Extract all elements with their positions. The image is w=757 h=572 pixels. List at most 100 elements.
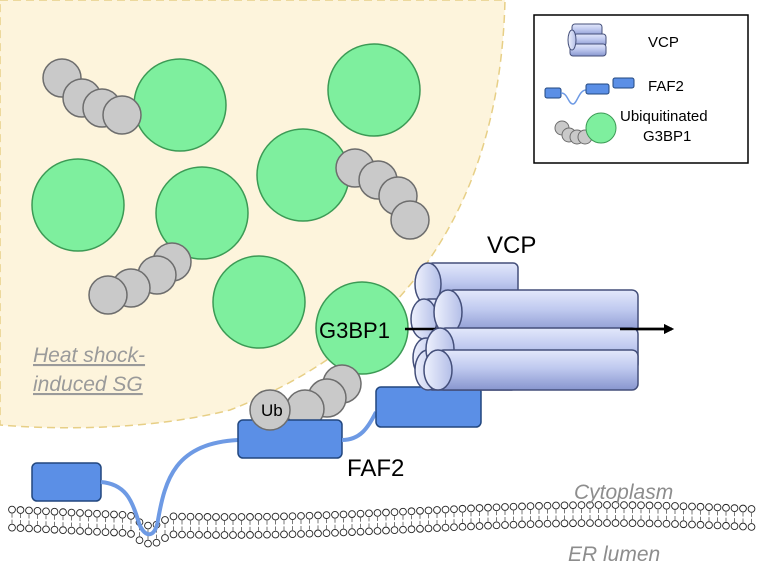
lipid-head [475, 522, 484, 530]
lipid-head [348, 510, 356, 518]
lipid-head [730, 504, 739, 512]
lipid-head [314, 529, 322, 538]
g3bp1-circle [155, 166, 249, 260]
ub-label-bead [249, 389, 291, 431]
lipid-head [135, 536, 144, 545]
lipid-head [110, 528, 118, 537]
lipid-head [713, 521, 722, 530]
lipid-head [594, 501, 603, 509]
lipid-head [161, 534, 169, 542]
lipid-head [620, 519, 628, 527]
lipid-head [280, 512, 288, 521]
lipid-head [662, 501, 671, 510]
lipid-head [586, 501, 594, 509]
lipid-head [356, 527, 365, 536]
lipid-head [16, 506, 25, 514]
lipid-head [93, 509, 101, 518]
lipid-head [356, 509, 365, 518]
lipid-head [722, 521, 730, 530]
faf2-left-domain [31, 462, 102, 502]
lipid-head [297, 530, 305, 538]
lipid-head [535, 520, 543, 528]
g3bp1-circle [212, 255, 306, 349]
lipid-head [543, 519, 552, 528]
lipid-head [603, 501, 611, 509]
lipid-head [450, 505, 458, 514]
lipid-head [654, 501, 662, 510]
lipid-head [688, 520, 696, 529]
lipid-head [433, 506, 441, 514]
g3bp1-circle [256, 128, 350, 222]
lipid-head [526, 502, 535, 510]
lipid-head [42, 525, 50, 534]
lipid-head [501, 503, 509, 511]
lipid-head [373, 509, 382, 517]
lipid-head [399, 507, 407, 516]
lipid-head [475, 504, 484, 512]
ub-bead [390, 200, 430, 240]
g3bp1-label: G3BP1 [319, 318, 390, 343]
lipid-head [441, 523, 450, 532]
lipid-head [169, 530, 178, 539]
lipid-head [212, 531, 220, 539]
lipid-head [739, 522, 747, 531]
lipid-head [518, 502, 526, 511]
legend-vcp-label: VCP [648, 34, 679, 51]
lipid-head [50, 507, 59, 516]
lipid-head [696, 520, 705, 529]
lipid-head [433, 524, 441, 532]
lipid-head [450, 523, 458, 532]
lipid-head [42, 507, 50, 516]
lipid-head [620, 501, 628, 509]
lipid-head [118, 528, 127, 537]
lipid-head [237, 513, 246, 521]
lipid-head [467, 504, 475, 513]
lipid-head [101, 528, 110, 536]
lipid-head [586, 519, 594, 527]
faf2-protein [31, 386, 482, 537]
vcp-hexamer [405, 262, 674, 391]
vcp-front-row [423, 289, 639, 391]
lipid-head [229, 531, 237, 539]
vcp-label: VCP [487, 232, 536, 259]
lipid-head [186, 530, 195, 539]
lipid-head [33, 507, 42, 515]
lipid-head [50, 525, 59, 534]
er-membrane-bilayer [8, 501, 756, 548]
lipid-head [696, 502, 705, 511]
lipid-head [263, 512, 271, 521]
legend-faf2-icon [544, 77, 635, 105]
g3bp1-circles [31, 43, 421, 375]
lipid-head [144, 521, 152, 530]
lipid-head [424, 524, 433, 533]
lipid-head [271, 512, 280, 521]
lipid-head [8, 505, 16, 514]
lipid-head [679, 520, 688, 529]
legend: VCP FAF2 Ubiquitinated G3BP1 [533, 14, 749, 164]
lipid-head [365, 509, 373, 518]
lipid-head [560, 519, 569, 528]
legend-vcp-icon [567, 23, 607, 57]
lipid-head [688, 502, 696, 511]
lipid-head [59, 526, 67, 534]
lipid-head [484, 503, 492, 512]
lipid-head [348, 528, 356, 536]
lipid-head [654, 519, 662, 528]
lipid-head [560, 501, 569, 510]
lipid-head [679, 502, 688, 511]
lipid-head [178, 530, 186, 539]
lipid-head [297, 512, 305, 520]
legend-g3bp1-label-line2: G3BP1 [643, 128, 691, 145]
vcp-cylinder [433, 289, 639, 335]
lipid-head [424, 506, 433, 515]
lipid-head [569, 501, 577, 510]
lipid-head [67, 526, 76, 535]
lipid-head [365, 527, 373, 536]
lipid-head [203, 513, 212, 521]
lipid-head [509, 520, 518, 529]
faf2-linker [100, 438, 239, 537]
faf2-label: FAF2 [347, 455, 404, 482]
lipid-head [671, 520, 679, 528]
lipid-head [76, 527, 84, 535]
